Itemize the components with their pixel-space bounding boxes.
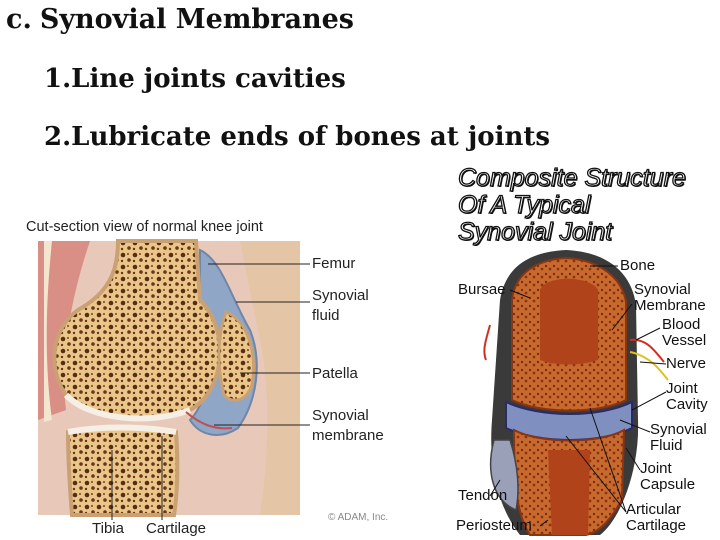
label-tendon: Tendon xyxy=(458,487,508,504)
label-synovial-membrane-r2: Membrane xyxy=(634,297,706,314)
label-patella: Patella xyxy=(312,365,358,382)
copyright-notice: © ADAM, Inc. xyxy=(328,512,389,523)
label-blood-vessel-1: Blood xyxy=(662,316,701,333)
label-femur: Femur xyxy=(312,255,356,272)
joint-title-line-2: Of A Typical xyxy=(457,191,591,219)
joint-title-line-1: Composite Structure xyxy=(457,164,686,192)
point-2-marker: 2. xyxy=(44,122,72,152)
label-tibia: Tibia xyxy=(92,520,124,537)
joint-leader-lines xyxy=(489,265,667,527)
label-periosteum: Periosteum xyxy=(456,517,532,534)
label-joint-capsule-1: Joint xyxy=(640,460,672,477)
label-joint-capsule-2: Capsule xyxy=(640,476,696,493)
label-nerve: Nerve xyxy=(666,355,707,372)
point-2-text: Lubricate ends of bones at joints xyxy=(71,122,551,152)
heading-marker: c. xyxy=(6,4,32,35)
point-1: 1.Line joints cavities xyxy=(44,64,346,94)
label-synovial-membrane-line1: Synovial xyxy=(312,407,369,424)
label-synovial-membrane-r1: Synovial xyxy=(634,281,691,298)
knee-illustration xyxy=(38,239,300,517)
synovial-joint-illustration xyxy=(483,250,669,536)
label-synovial-fluid-line2: fluid xyxy=(312,307,340,324)
label-synovial-fluid-r1: Synovial xyxy=(650,421,707,438)
label-blood-vessel-2: Vessel xyxy=(662,332,707,349)
label-joint-cavity-1: Joint xyxy=(666,380,698,397)
slide-heading: c.Synovial Membranes xyxy=(6,4,354,35)
label-articular-cartilage-2: Cartilage xyxy=(626,517,687,534)
label-bursae: Bursae xyxy=(458,281,506,298)
label-bone: Bone xyxy=(620,257,656,274)
point-1-text: Line joints cavities xyxy=(71,64,346,94)
point-1-marker: 1. xyxy=(44,64,72,94)
label-cartilage: Cartilage xyxy=(146,520,207,537)
label-synovial-fluid-r2: Fluid xyxy=(650,437,683,454)
heading-text: Synovial Membranes xyxy=(39,4,355,35)
label-synovial-fluid-line1: Synovial xyxy=(312,287,369,304)
point-2: 2.Lubricate ends of bones at joints xyxy=(44,122,550,152)
knee-leader-lines xyxy=(111,263,310,520)
label-articular-cartilage-1: Articular xyxy=(626,501,682,518)
label-joint-cavity-2: Cavity xyxy=(666,396,708,413)
joint-figure-title: Composite Structure Of A Typical Synovia… xyxy=(457,164,686,246)
label-synovial-membrane-line2: membrane xyxy=(312,427,384,444)
knee-figure-caption: Cut-section view of normal knee joint xyxy=(26,219,263,235)
joint-title-line-3: Synovial Joint xyxy=(457,218,613,246)
